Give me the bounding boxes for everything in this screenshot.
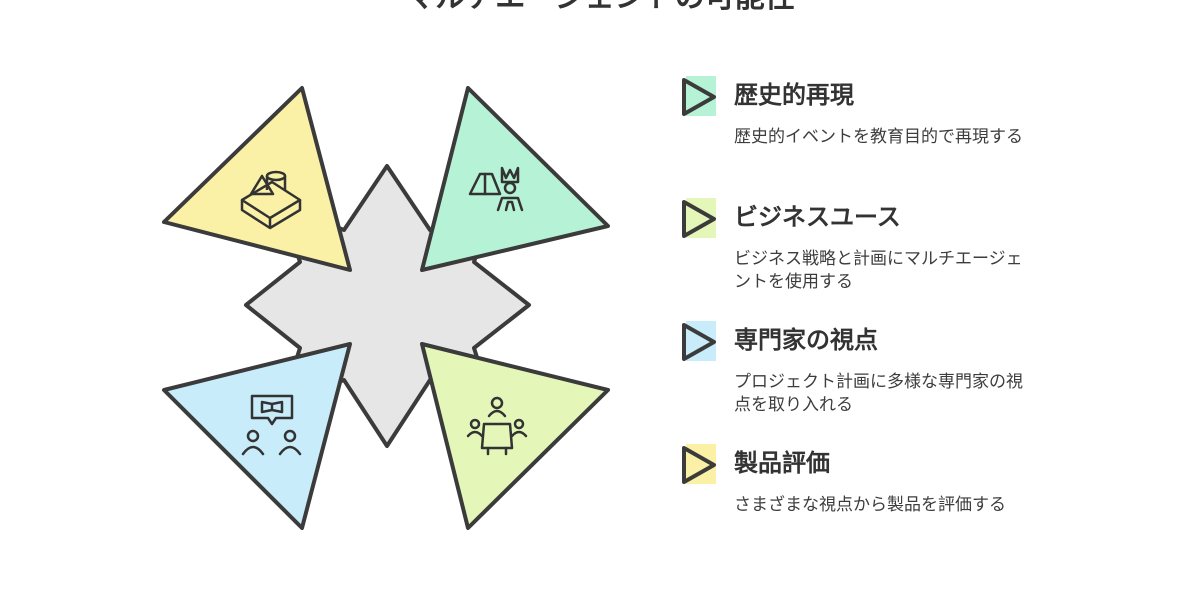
item-description: プロジェクト計画に多様な専門家の視点を取り入れる bbox=[734, 372, 1023, 415]
item-title: 専門家の視点 bbox=[734, 326, 878, 354]
quadrant-bottom-left bbox=[162, 342, 352, 530]
quadrant-bottom-right bbox=[420, 342, 610, 530]
item-title: ビジネスユース bbox=[734, 203, 901, 231]
page-title: マルチエージェントの可能性 bbox=[0, 0, 1200, 18]
list-item: 専門家の視点 プロジェクト計画に多様な専門家の視点を取り入れる bbox=[680, 319, 1080, 429]
play-triangle-icon bbox=[682, 76, 716, 116]
list-item: 歴史的再現 歴史的イベントを教育目的で再現する bbox=[680, 74, 1080, 184]
play-triangle-icon bbox=[682, 321, 716, 361]
book-people-icon bbox=[241, 394, 302, 456]
list-item: ビジネスユース ビジネス戦略と計画にマルチエージェントを使用する bbox=[680, 196, 1080, 306]
item-title: 歴史的再現 bbox=[734, 81, 854, 109]
quadrant-top-left bbox=[162, 86, 352, 272]
tent-king-icon bbox=[468, 166, 524, 212]
list-item: 製品評価 さまざまな視点から製品を評価する bbox=[680, 442, 1080, 552]
item-description: 歴史的イベントを教育目的で再現する bbox=[734, 127, 1023, 147]
blocks-icon bbox=[240, 170, 302, 230]
play-triangle-icon bbox=[682, 444, 716, 484]
meeting-icon bbox=[466, 396, 528, 456]
item-title: 製品評価 bbox=[734, 449, 830, 477]
quadrant-top-right bbox=[420, 86, 610, 272]
play-triangle-icon bbox=[682, 198, 716, 238]
item-description: さまざまな視点から製品を評価する bbox=[734, 495, 1006, 515]
quadrant-diagram bbox=[140, 60, 640, 560]
item-description: ビジネス戦略と計画にマルチエージェントを使用する bbox=[734, 249, 1023, 292]
